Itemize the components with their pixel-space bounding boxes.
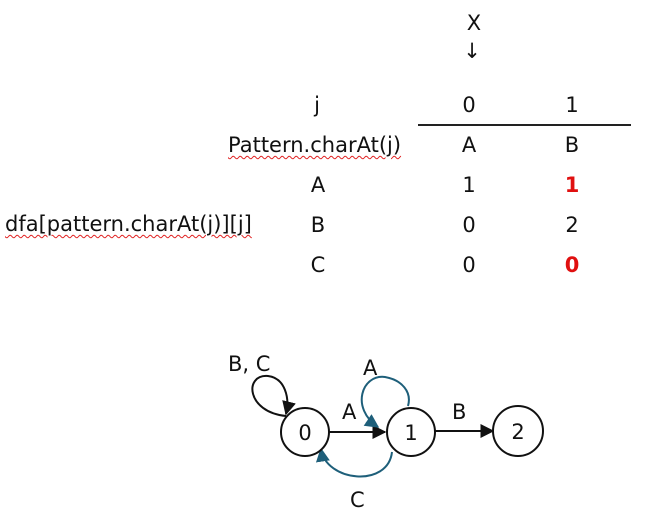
column-header-0: 0 — [462, 93, 476, 117]
header-rule — [418, 124, 631, 126]
edge-label-1-to-2: B — [452, 400, 466, 424]
corner-label-j: j — [314, 93, 320, 117]
pattern-char-0: A — [461, 133, 477, 157]
state-node-0: 0 — [280, 407, 330, 457]
dfa-cell-a-0: 1 — [462, 173, 476, 197]
pattern-char-1: B — [564, 133, 580, 157]
pointer-arrow: ↓ — [463, 39, 481, 63]
edge-label-1-self: A — [363, 356, 378, 380]
row-char-a: A — [310, 173, 326, 197]
dfa-cell-b-1: 2 — [565, 213, 579, 237]
dfa-cell-a-1-highlighted: 1 — [564, 173, 580, 197]
dfa-label: dfa[pattern.charAt(j)][j] — [5, 212, 252, 236]
edge-1-to-0 — [315, 447, 393, 478]
dfa-cell-c-1-highlighted: 0 — [564, 253, 580, 277]
state-node-1: 1 — [386, 407, 436, 457]
edge-label-0-to-1: A — [342, 400, 357, 424]
edge-0-self-loop — [251, 374, 296, 417]
row-char-c: C — [310, 253, 326, 277]
dfa-cell-b-0: 0 — [462, 213, 476, 237]
edge-1-self-loop — [360, 375, 410, 428]
state-node-2: 2 — [492, 405, 544, 457]
pattern-label: Pattern.charAt(j) — [228, 133, 402, 157]
state-label-0: 0 — [298, 421, 311, 445]
column-header-1: 1 — [565, 93, 579, 117]
row-char-b: B — [310, 213, 326, 237]
state-label-1: 1 — [404, 421, 417, 445]
state-label-2: 2 — [511, 420, 524, 444]
edge-label-1-to-0: C — [350, 488, 365, 512]
pointer-label: X — [466, 11, 482, 35]
dfa-cell-c-0: 0 — [462, 253, 476, 277]
edge-label-0-self: B, C — [228, 352, 270, 376]
